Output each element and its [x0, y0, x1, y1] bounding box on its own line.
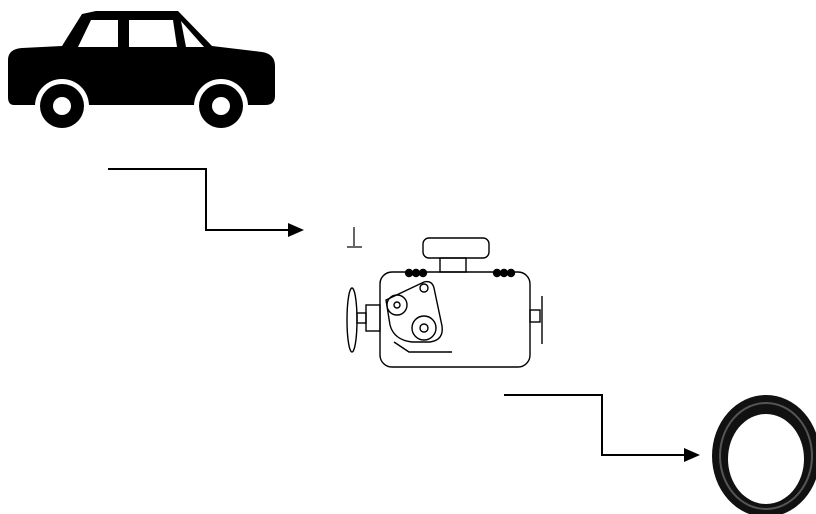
engine-left-shaft	[365, 304, 381, 332]
engine-pulley-top	[386, 294, 408, 316]
engine-filter-neck	[439, 257, 467, 273]
engine-air-filter	[422, 237, 490, 259]
engine-belt	[385, 280, 443, 343]
engine-right-shaft	[529, 309, 541, 323]
car-window-middle	[129, 20, 177, 47]
o-ring-inner	[728, 414, 804, 504]
o-ring-icon	[712, 395, 816, 514]
engine-bolt	[499, 268, 509, 278]
car-body	[8, 11, 275, 105]
engine-flywheel	[346, 287, 358, 353]
engine-block	[379, 271, 531, 368]
elbow-arrow-icon	[504, 394, 700, 462]
engine-left-hub	[356, 312, 367, 324]
arrow-1-head	[288, 223, 304, 237]
engine-icon	[346, 237, 543, 368]
engine-bolt	[404, 268, 414, 278]
o-ring-highlight	[719, 402, 813, 510]
tick-mark-icon	[347, 227, 362, 248]
engine-pulley-bottom-hub	[419, 323, 429, 333]
engine-bolt	[418, 268, 428, 278]
arrow-1-line	[108, 168, 290, 231]
engine-bolt	[411, 268, 421, 278]
car-window-front	[78, 20, 118, 47]
car-window-rear	[181, 21, 204, 47]
arrow-2-line	[504, 394, 686, 456]
engine-pulley-bottom	[411, 315, 437, 341]
car-icon	[8, 11, 275, 133]
arrow-2-head	[684, 448, 700, 462]
car-wheel-front-hub	[53, 97, 71, 115]
engine-base-line	[393, 341, 452, 353]
engine-pulley-top-hub	[393, 301, 401, 309]
car-wheel-rear-hub	[212, 97, 230, 115]
elbow-arrow-icon	[108, 168, 304, 237]
engine-bolt	[506, 268, 516, 278]
engine-pulley-small	[419, 283, 429, 293]
engine-bolt	[492, 268, 502, 278]
